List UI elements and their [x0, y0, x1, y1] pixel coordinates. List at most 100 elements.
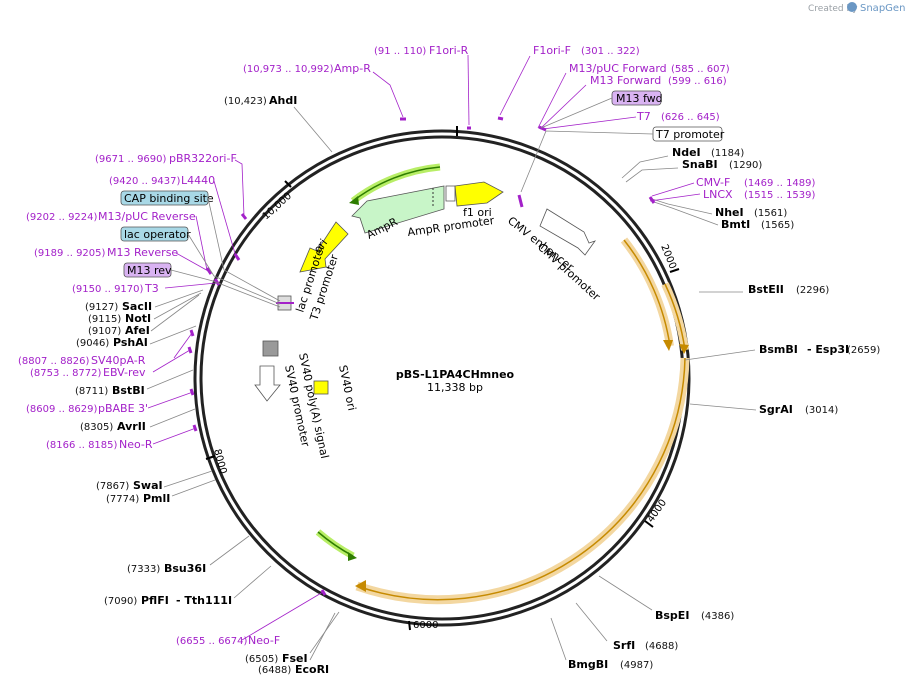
- boxed-label-lac-operator[interactable]: lac operator: [120, 226, 191, 242]
- primer-site-f1ori-f[interactable]: F1ori-F (301 .. 322): [533, 44, 640, 57]
- enzyme-site-ahdi[interactable]: (10,423) AhdI: [224, 94, 297, 107]
- primer-position: (6655 .. 6674): [176, 636, 248, 647]
- primer-site-neo-r[interactable]: (8166 .. 8185) Neo-R: [46, 438, 153, 451]
- primer-name: T7: [636, 110, 651, 123]
- enzyme-site-bsteii[interactable]: BstEII (2296): [748, 283, 829, 296]
- enzyme-site-avrii[interactable]: (8305) AvrII: [80, 420, 146, 433]
- orf-arc-3-line: [356, 357, 686, 601]
- enzyme-site-swai[interactable]: (7867) SwaI: [96, 479, 163, 492]
- enzyme-site-nhei[interactable]: NheI (1561): [715, 206, 787, 219]
- enzyme-site-noti[interactable]: (9115) NotI: [88, 312, 151, 325]
- enzyme-site-bsmbi[interactable]: BsmBI - Esp3I (2659): [759, 343, 880, 356]
- feature-sv40-ori[interactable]: [313, 380, 329, 395]
- primer-name: M13 Forward: [590, 74, 661, 87]
- enzyme-site-bstbi[interactable]: (8711) BstBI: [75, 384, 145, 397]
- primer-position: (9202 .. 9224): [26, 212, 98, 223]
- leader-cap-site: [207, 197, 281, 302]
- feature-ampr[interactable]: [351, 185, 445, 234]
- feature-f1-ori[interactable]: [454, 181, 504, 207]
- enzyme-position: (7333): [127, 564, 160, 575]
- enzyme-position: (7867): [96, 481, 129, 492]
- primer-site-f1ori-r[interactable]: (91 .. 110) F1ori-R: [374, 44, 469, 57]
- orf-arrowhead-1: [663, 340, 673, 351]
- orf-arrowhead-3: [355, 580, 366, 592]
- enzyme-site-sgrai[interactable]: SgrAI (3014): [759, 403, 838, 416]
- primer-name: Neo-F: [248, 634, 280, 647]
- primer-site-cmv-f[interactable]: CMV-F (1469 .. 1489): [696, 176, 816, 189]
- tick-4000: [644, 520, 654, 528]
- enzyme-site-afei[interactable]: (9107) AfeI: [88, 324, 150, 337]
- primer-site-lncx[interactable]: LNCX (1515 .. 1539): [703, 188, 816, 201]
- primer-site-neo-f[interactable]: (6655 .. 6674) Neo-F: [176, 634, 280, 647]
- boxed-label-t7-promoter[interactable]: T7 promoter: [652, 126, 725, 142]
- enzyme-name: SacII: [122, 300, 152, 313]
- tick-marks: [205, 126, 680, 631]
- enzyme-site-ndei[interactable]: NdeI (1184): [672, 146, 744, 159]
- enzyme-site-bsu36i[interactable]: (7333) Bsu36I: [127, 562, 206, 575]
- enzyme-site-bmti[interactable]: BmtI (1565): [721, 218, 794, 231]
- primer-position: (91 .. 110): [374, 46, 426, 57]
- primer-site-pbabe3[interactable]: (8609 .. 8629) pBABE 3': [26, 402, 148, 415]
- leader-t7-promoter: [520, 130, 654, 193]
- enzyme-position: (7774): [106, 494, 139, 505]
- enzyme-site-pflfi[interactable]: (7090) PflFI - Tth111I: [104, 594, 232, 607]
- primer-position: (8609 .. 8629): [26, 404, 98, 415]
- enzyme-name: SnaBI: [682, 158, 718, 171]
- primer-position: (8166 .. 8185): [46, 440, 118, 451]
- primer-site-pbr322ori-f[interactable]: (9671 .. 9690) pBR322ori-F: [95, 152, 237, 165]
- feature-sv40-promoter[interactable]: [254, 365, 281, 402]
- enzyme-site-ecori[interactable]: (6488) EcoRI: [258, 663, 329, 676]
- primer-site-l4440[interactable]: (9420 .. 9437) L4440: [109, 174, 215, 187]
- green-arrow-bottom-head: [348, 552, 357, 561]
- primer-position: (9189 .. 9205): [34, 248, 106, 259]
- primer-name: F1ori-F: [533, 44, 571, 57]
- enzyme-name: BspEI: [655, 609, 689, 622]
- enzyme-name: AvrII: [117, 420, 146, 433]
- primer-name: Neo-R: [119, 438, 153, 451]
- enzyme-isoschizomer: - Esp3I: [807, 343, 849, 356]
- feature-sv40-polya[interactable]: [262, 340, 279, 357]
- primer-site-ebv-rev[interactable]: (8753 .. 8772) EBV-rev: [30, 366, 146, 379]
- primer-position: (1469 .. 1489): [744, 178, 816, 189]
- primer-site-ampr[interactable]: (10,973 .. 10,992) Amp-R: [243, 62, 371, 75]
- primer-site-t3[interactable]: (9150 .. 9170) T3: [72, 282, 159, 295]
- enzyme-name: Bsu36I: [164, 562, 206, 575]
- enzyme-site-snabi[interactable]: SnaBI (1290): [682, 158, 762, 171]
- feature-cmv-enhancer[interactable]: [539, 208, 597, 256]
- tick-label-6000: 6000: [413, 620, 438, 631]
- primer-site-sv40pa-r[interactable]: (8807 .. 8826) SV40pA-R: [18, 354, 146, 367]
- enzyme-site-pshai[interactable]: (9046) PshAI: [76, 336, 148, 349]
- enzyme-site-fsei[interactable]: (6505) FseI: [245, 652, 308, 665]
- primer-site-m13-forward[interactable]: M13 Forward (599 .. 616): [590, 74, 727, 87]
- boxed-label-cap-site[interactable]: CAP binding site: [120, 190, 214, 206]
- primer-site-m13-reverse[interactable]: (9189 .. 9205) M13 Reverse: [34, 246, 178, 259]
- feature-ampr-promoter[interactable]: [445, 185, 456, 202]
- enzyme-site-srfi[interactable]: SrfI (4688): [613, 639, 678, 652]
- feature-lac-promoter[interactable]: [276, 295, 294, 311]
- enzyme-name: PshAI: [113, 336, 148, 349]
- feature-ori[interactable]: [299, 221, 349, 273]
- primer-site-t7[interactable]: T7 (626 .. 645): [636, 110, 720, 123]
- enzyme-position: (2659): [847, 345, 880, 356]
- primer-position: (626 .. 645): [661, 112, 720, 123]
- primer-name: F1ori-R: [429, 44, 469, 57]
- primer-site-m13puc-reverse[interactable]: (9202 .. 9224) M13/pUC Reverse: [26, 210, 196, 223]
- boxed-label-text: T7 promoter: [655, 128, 725, 141]
- tick-10000: [284, 180, 292, 188]
- enzyme-name: PmlI: [143, 492, 170, 505]
- boxed-label-m13-rev[interactable]: M13 rev: [123, 262, 172, 278]
- plasmid-name: pBS-L1PA4CHmneo: [396, 368, 515, 381]
- enzyme-position: (6505): [245, 654, 278, 665]
- enzyme-position: (3014): [805, 405, 838, 416]
- primer-site-m13puc-forward[interactable]: M13/pUC Forward (585 .. 607): [569, 62, 730, 75]
- primer-mark-cmv: [517, 194, 524, 208]
- enzyme-site-bspei[interactable]: BspEI (4386): [655, 609, 734, 622]
- primer-name: L4440: [181, 174, 215, 187]
- enzyme-position: (1290): [729, 160, 762, 171]
- enzyme-site-bmgbi[interactable]: BmgBI (4987): [568, 658, 653, 671]
- enzyme-site-sacii[interactable]: (9127) SacII: [85, 300, 152, 313]
- boxed-label-m13-fwd[interactable]: M13 fwd: [611, 90, 663, 106]
- enzyme-position: (1565): [761, 220, 794, 231]
- enzyme-site-pmli[interactable]: (7774) PmlI: [106, 492, 170, 505]
